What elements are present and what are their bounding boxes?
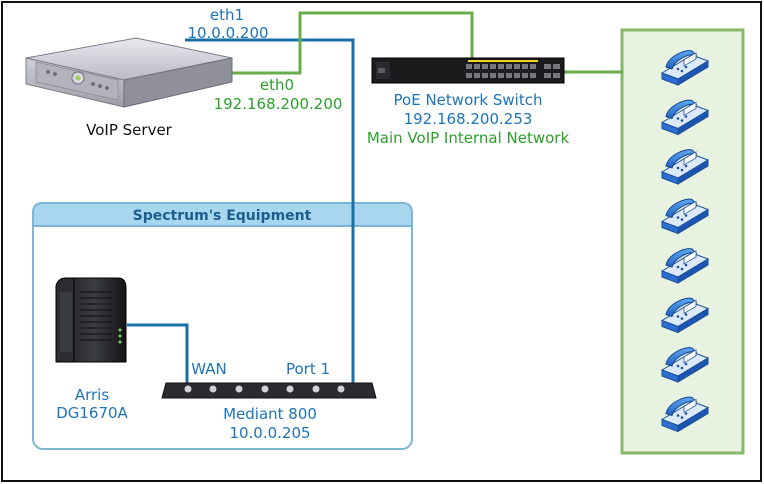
wan-port-label: WAN xyxy=(191,360,227,378)
modem-name: Arris xyxy=(75,386,109,404)
switch-network-label: Main VoIP Internal Network xyxy=(367,129,570,147)
eth0-to-switch-link xyxy=(230,11,474,75)
eth0-name: eth0 xyxy=(260,76,294,94)
mediant-gateway-icon xyxy=(161,382,377,399)
modem-to-wan-link xyxy=(127,323,189,385)
spectrum-equipment-title: Spectrum's Equipment xyxy=(133,208,312,224)
voip-server-icon xyxy=(25,37,233,108)
poe-switch-icon xyxy=(371,57,565,84)
port1-label: Port 1 xyxy=(286,360,330,378)
mediant-ip: 10.0.0.205 xyxy=(229,424,310,442)
arris-modem-icon xyxy=(55,277,127,363)
switch-ip: 192.168.200.253 xyxy=(404,110,533,128)
eth0-ip: 192.168.200.200 xyxy=(214,95,343,113)
modem-model: DG1670A xyxy=(56,404,128,422)
switch-name: PoE Network Switch xyxy=(394,91,543,109)
eth1-ip: 10.0.0.200 xyxy=(187,24,268,42)
eth1-name: eth1 xyxy=(210,6,244,24)
spectrum-equipment-header xyxy=(32,202,413,227)
mediant-name: Mediant 800 xyxy=(223,405,317,423)
phones-panel xyxy=(620,28,745,455)
eth1-to-mediant-link xyxy=(185,38,355,385)
voip-server-label: VoIP Server xyxy=(86,121,173,139)
